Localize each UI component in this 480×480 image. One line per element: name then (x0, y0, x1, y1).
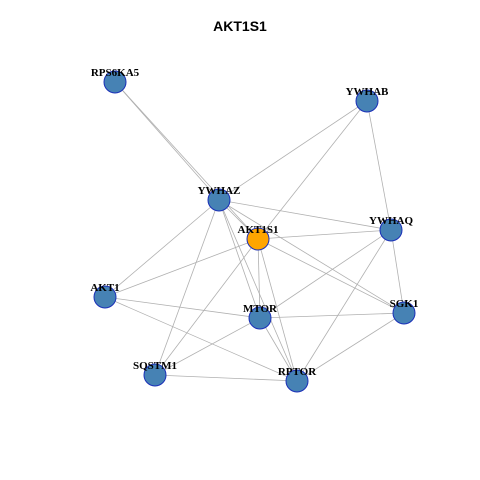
edge-mtor-sgk1 (259, 312, 405, 319)
edge-akt1-rptor (104, 296, 298, 382)
node-rps6ka5 (103, 70, 127, 94)
node-label-akt1s1: AKT1S1 (238, 224, 279, 236)
edge-akt1s1-ywhaq (257, 229, 392, 240)
node-ywhaq (379, 218, 403, 242)
edge-rps6ka5-akt1s1 (114, 81, 259, 240)
node-label-rptor: RPTOR (278, 366, 317, 378)
edge-ywhaq-sgk1 (390, 229, 405, 314)
edge-ywhaq-mtor (259, 229, 392, 319)
edge-ywhaz-mtor (218, 199, 261, 319)
edge-ywhaz-rptor (218, 199, 298, 382)
edge-mtor-sqstm1 (154, 317, 261, 376)
edge-layer (104, 81, 405, 382)
node-label-ywhaq: YWHAQ (369, 215, 413, 227)
node-akt1 (93, 285, 117, 309)
edge-mtor-rptor (259, 317, 298, 382)
node-rptor (285, 369, 309, 393)
edge-akt1-mtor (104, 296, 261, 319)
edge-akt1s1-sgk1 (257, 238, 405, 314)
edge-akt1s1-mtor (257, 238, 261, 319)
edge-ywhab-akt1s1 (257, 100, 368, 240)
node-ywhab (355, 89, 379, 113)
edge-ywhab-ywhaz (218, 100, 368, 201)
node-label-ywhab: YWHAB (346, 86, 389, 98)
edge-ywhaz-sqstm1 (154, 199, 220, 376)
edge-akt1s1-rptor (257, 238, 298, 382)
node-label-akt1: AKT1 (90, 282, 119, 294)
node-mtor (248, 306, 272, 330)
edge-akt1s1-sqstm1 (154, 238, 259, 376)
node-label-sqstm1: SQSTM1 (133, 360, 177, 372)
node-label-ywhaz: YWHAZ (198, 185, 241, 197)
node-label-rps6ka5: RPS6KA5 (91, 67, 140, 79)
node-akt1s1 (246, 227, 270, 251)
edge-ywhaq-rptor (296, 229, 392, 382)
edge-sqstm1-rptor (154, 374, 298, 382)
node-sqstm1 (143, 363, 167, 387)
graph-title: AKT1S1 (213, 18, 267, 34)
edge-akt1s1-akt1 (104, 238, 259, 298)
edge-ywhaz-akt1 (104, 199, 220, 298)
edge-ywhab-ywhaq (366, 100, 392, 231)
node-label-sgk1: SGK1 (390, 298, 419, 310)
node-layer (93, 70, 416, 393)
edge-ywhaz-sgk1 (218, 199, 405, 314)
node-sgk1 (392, 301, 416, 325)
node-ywhaz (207, 188, 231, 212)
edge-rps6ka5-ywhaz (114, 81, 220, 201)
edge-ywhaz-ywhaq (218, 199, 392, 231)
node-label-mtor: MTOR (243, 303, 278, 315)
edge-sgk1-rptor (296, 312, 405, 382)
